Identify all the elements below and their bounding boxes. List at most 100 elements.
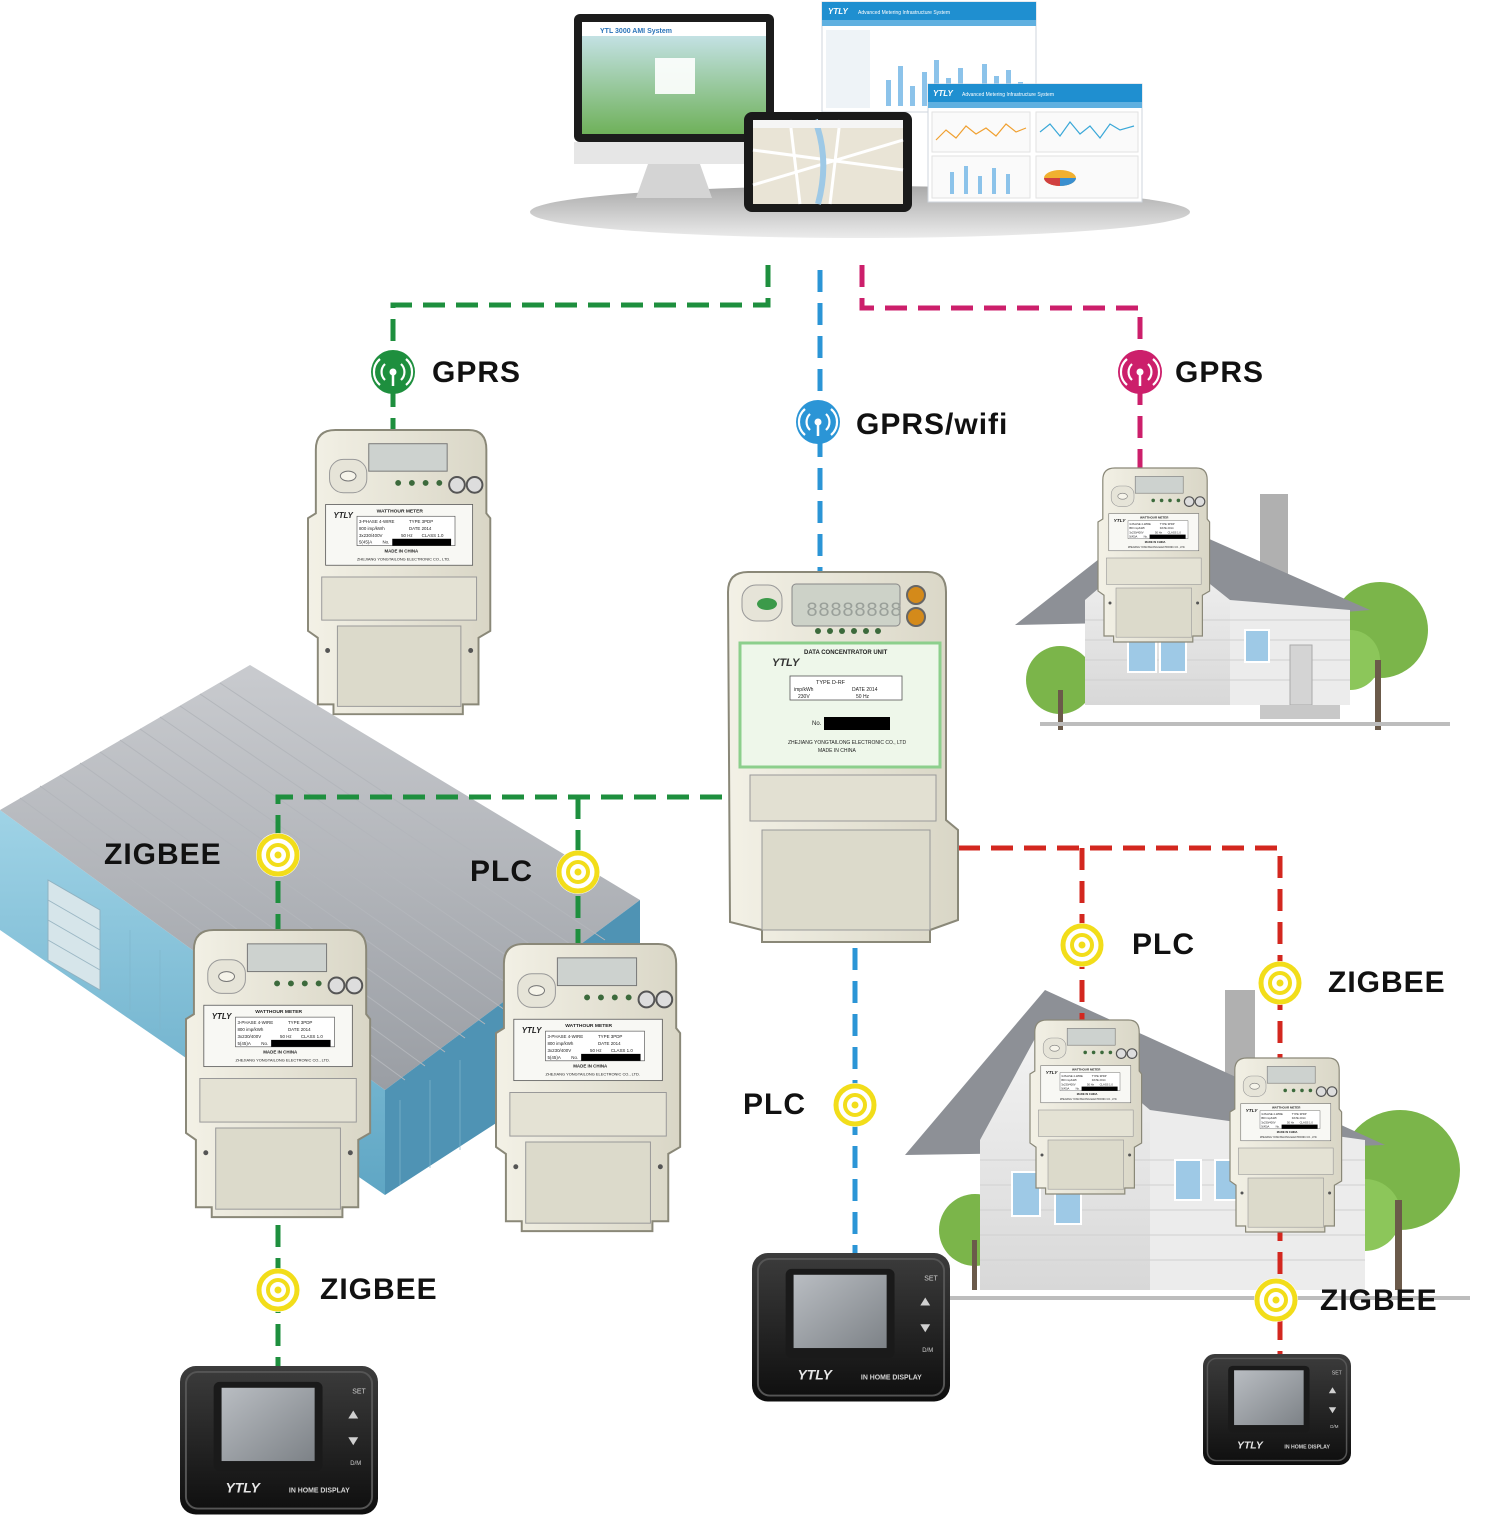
dcu-title: DATA CONCENTRATOR UNIT bbox=[804, 650, 888, 656]
ihd-center[interactable]: SET D/M YTLY IN HOME DISPLAY bbox=[752, 1253, 950, 1402]
meter-factory-top-date: DATE 2014 bbox=[409, 526, 432, 531]
meter-factory-right-freq: 50 Hz bbox=[590, 1048, 602, 1053]
meter-factory-left-type-line: 3-PHASE 4-WIRE bbox=[237, 1020, 273, 1025]
meter-house-left-type-line: 3-PHASE 4-WIRE bbox=[1061, 1074, 1083, 1078]
meter-factory-top-type-line: 3-PHASE 4-WIRE bbox=[359, 519, 395, 524]
meter-factory-left-current: 5(45)A bbox=[237, 1041, 250, 1046]
meter-house-right-type-code: TYPE 3PDP bbox=[1292, 1112, 1307, 1116]
meter-house-right-const: 800 imp/kWh bbox=[1261, 1116, 1277, 1120]
meter-house-left-no-label: No. bbox=[1076, 1087, 1080, 1091]
meter-factory-left-freq: 50 Hz bbox=[280, 1034, 292, 1039]
zigbee-label-right-ihd: ZIGBEE bbox=[1320, 1284, 1438, 1317]
meter-house-top-current: 5(45)A bbox=[1129, 535, 1137, 539]
data-concentrator-unit[interactable]: 88888888 YTLY DATA CONCENTRATOR UNIT TYP… bbox=[726, 571, 959, 943]
meter-factory-top-nameplate-title: WATTHOUR METER bbox=[377, 508, 424, 514]
ihd-center-set-button[interactable]: SET bbox=[924, 1276, 938, 1283]
dcu-brand: YTLY bbox=[772, 657, 801, 669]
meter-house-top-no-label: No. bbox=[1144, 535, 1148, 539]
gprs-label-left: GPRS bbox=[432, 356, 522, 389]
ihd-center-dm-button[interactable]: D/M bbox=[922, 1348, 933, 1354]
zigbee-label-left-ihd: ZIGBEE bbox=[320, 1273, 438, 1306]
meter-house-left-brand: YTLY bbox=[1046, 1070, 1059, 1076]
meter-house-right-no-label: No. bbox=[1276, 1125, 1280, 1129]
dashboard-window-2: YTLY Advanced Metering Infrastructure Sy… bbox=[927, 83, 1143, 203]
house-bottom-right bbox=[905, 990, 1470, 1300]
dcu-voltage: 230V bbox=[798, 694, 810, 700]
meter-factory-top-const: 800 imp/kWh bbox=[359, 526, 385, 531]
meter-house-top-manufacturer: ZHEJIANG YONGTAILONG ELECTRONIC CO., LTD… bbox=[1128, 546, 1185, 549]
ihd-center-up-icon[interactable] bbox=[920, 1297, 931, 1306]
meter-house-top-class: CLASS 1.0 bbox=[1168, 530, 1182, 534]
meter-factory-left-manufacturer: ZHEJIANG YONGTAILONG ELECTRONIC CO., LTD… bbox=[236, 1058, 330, 1063]
green-factory-bus bbox=[275, 794, 722, 935]
ihd-right-set-button[interactable]: SET bbox=[1332, 1371, 1343, 1377]
meter-factory-right-current: 5(45)A bbox=[547, 1055, 560, 1060]
dcu-manufacturer: ZHEJIANG YONGTAILONG ELECTRONIC CO., LTD bbox=[788, 740, 906, 746]
meter-factory-top-type-code: TYPE 3PDP bbox=[409, 519, 433, 524]
meter-factory-right-manufacturer: ZHEJIANG YONGTAILONG ELECTRONIC CO., LTD… bbox=[546, 1072, 640, 1077]
plc-label-factory: PLC bbox=[470, 855, 533, 888]
dcu-display: 88888888 bbox=[806, 600, 902, 623]
meter-factory-top-class: CLASS 1.0 bbox=[422, 533, 444, 538]
meter-house-left-manufacturer: ZHEJIANG YONGTAILONG ELECTRONIC CO., LTD… bbox=[1060, 1098, 1117, 1101]
ihd-left-up-icon[interactable] bbox=[348, 1410, 359, 1419]
meter-factory-right-no-label: No. bbox=[571, 1055, 578, 1060]
meter-factory-left-no-label: No. bbox=[261, 1041, 268, 1046]
dcu-type: TYPE D-RF bbox=[816, 680, 846, 686]
ihd-left-set-button[interactable]: SET bbox=[352, 1389, 366, 1396]
zigbee-ring-right-ihd bbox=[1254, 1278, 1298, 1322]
meter-house-right-brand: YTLY bbox=[1246, 1108, 1259, 1114]
dashboard-brand: YTLY bbox=[828, 7, 849, 16]
meter-factory-right-type-code: TYPE 3PDP bbox=[598, 1034, 622, 1039]
plc-ring-factory bbox=[556, 850, 600, 894]
meter-house-right-made-in: MADE IN CHINA bbox=[1277, 1130, 1298, 1134]
meter-house-right-freq: 50 Hz bbox=[1287, 1120, 1295, 1124]
ihd-right-down-icon[interactable] bbox=[1328, 1407, 1337, 1414]
meter-factory-left-brand: YTLY bbox=[212, 1012, 232, 1021]
ihd-right-up-icon[interactable] bbox=[1328, 1387, 1337, 1394]
meter-house-left-date: DATE 2014 bbox=[1092, 1078, 1106, 1082]
meter-house-right-nameplate-title: WATTHOUR METER bbox=[1272, 1105, 1301, 1109]
green-uplink-line bbox=[390, 265, 771, 433]
zigbee-ring-house bbox=[1258, 961, 1302, 1005]
meter-house-top-voltage: 3x230/400V bbox=[1129, 530, 1144, 534]
ihd-right-brand: YTLY bbox=[1237, 1441, 1264, 1452]
meter-factory-left-class: CLASS 1.0 bbox=[301, 1034, 323, 1039]
plc-ring-dcu bbox=[833, 1083, 877, 1127]
meter-house-top-const: 800 imp/kWh bbox=[1129, 526, 1145, 530]
zigbee-label-factory: ZIGBEE bbox=[104, 838, 222, 871]
zigbee-ring-left-ihd bbox=[256, 1268, 300, 1312]
ihd-center-caption: IN HOME DISPLAY bbox=[861, 1375, 922, 1382]
ihd-left-dm-button[interactable]: D/M bbox=[350, 1461, 361, 1467]
gprs-marker-right bbox=[1118, 350, 1162, 394]
meter-house-right-voltage: 3x230/400V bbox=[1261, 1120, 1276, 1124]
meter-house-top-nameplate-title: WATTHOUR METER bbox=[1140, 515, 1169, 519]
dcu-freq: 50 Hz bbox=[856, 694, 870, 700]
meter-house-left-type-code: TYPE 3PDP bbox=[1092, 1074, 1107, 1078]
dashboard2-brand: YTLY bbox=[933, 89, 954, 98]
gprs-marker-left bbox=[371, 350, 415, 394]
ihd-left-down-icon[interactable] bbox=[348, 1437, 359, 1446]
ihd-right-dm-button[interactable]: D/M bbox=[1330, 1424, 1338, 1429]
meter-factory-left-const: 800 imp/kWh bbox=[237, 1027, 263, 1032]
dcu-imp: imp/kWh bbox=[794, 687, 814, 693]
meter-factory-top-no-label: No. bbox=[382, 540, 389, 545]
ihd-center-down-icon[interactable] bbox=[920, 1324, 931, 1333]
ihd-center-brand: YTLY bbox=[798, 1367, 834, 1383]
meter-house-left-freq: 50 Hz bbox=[1087, 1082, 1095, 1086]
meter-factory-left-type-code: TYPE 3PDP bbox=[288, 1020, 312, 1025]
meter-factory-top-voltage: 3x230/400V bbox=[359, 533, 383, 538]
meter-factory-right-nameplate-title: WATTHOUR METER bbox=[565, 1023, 612, 1029]
dcu-no-label: No. bbox=[812, 721, 822, 727]
meter-house-right-date: DATE 2014 bbox=[1292, 1116, 1306, 1120]
meter-house-top-brand: YTLY bbox=[1114, 518, 1127, 524]
